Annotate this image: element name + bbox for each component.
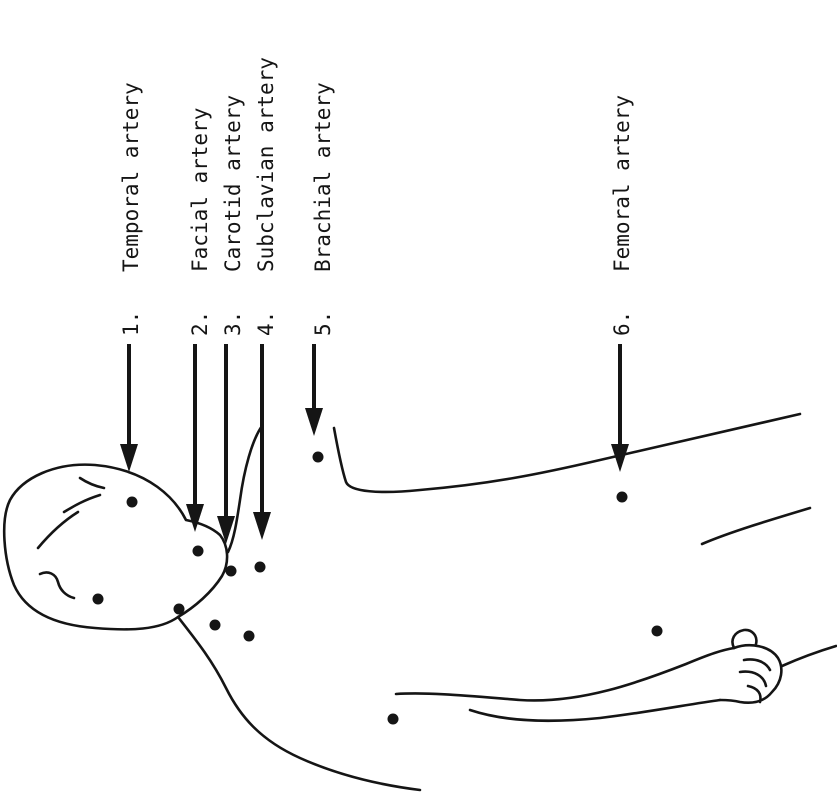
finger-2 — [740, 672, 766, 686]
label-text-carotid-artery: Carotid artery — [221, 95, 245, 272]
finger-1 — [744, 659, 770, 670]
hand-outline — [720, 645, 781, 702]
finger-3 — [748, 686, 761, 702]
dot-femoral — [617, 492, 628, 503]
arrow-facial — [186, 344, 204, 532]
label-number-4: 4. — [254, 311, 278, 336]
label-femoral-artery: 6. Femoral artery — [610, 95, 634, 336]
arrow-subclavian — [253, 344, 271, 540]
label-number-3: 3. — [221, 311, 245, 336]
dot-subclavian-left — [244, 631, 255, 642]
dot-carotid-left — [210, 620, 221, 631]
torso-left-outline — [178, 617, 420, 790]
pointer-arrows — [120, 344, 629, 544]
dot-temporal-left — [93, 594, 104, 605]
dot-brachial — [313, 452, 324, 463]
label-text-facial-artery: Facial artery — [188, 108, 212, 272]
shoulder-line — [228, 426, 262, 552]
label-facial-artery: 2. Facial artery — [188, 108, 212, 336]
dot-facial — [193, 546, 204, 557]
label-text-temporal-artery: Temporal artery — [119, 82, 143, 272]
dot-femoral-left — [652, 626, 663, 637]
label-brachial-artery: 5. Brachial artery — [311, 82, 335, 336]
hip-line — [782, 646, 836, 666]
dot-carotid — [226, 566, 237, 577]
label-temporal-artery: 1. Temporal artery — [119, 82, 143, 336]
dot-brachial-left — [388, 714, 399, 725]
ear-detail — [40, 572, 74, 598]
dot-subclavian — [255, 562, 266, 573]
label-number-2: 2. — [188, 311, 212, 336]
hair-detail — [38, 512, 78, 548]
hair-detail-2 — [64, 495, 100, 512]
label-carotid-artery: 3. Carotid artery — [221, 95, 245, 336]
label-text-subclavian-artery: Subclavian artery — [254, 57, 278, 272]
arm-lower-contour — [702, 508, 810, 544]
left-arm-upper — [396, 648, 734, 700]
arrow-brachial — [305, 344, 323, 436]
label-number-1: 1. — [119, 311, 143, 336]
arm-upper-contour — [334, 414, 800, 492]
arrow-temporal — [120, 344, 138, 472]
label-number-5: 5. — [311, 311, 335, 336]
arrow-carotid — [217, 344, 235, 544]
label-subclavian-artery: 4. Subclavian artery — [254, 57, 278, 336]
dot-facial-left — [174, 604, 185, 615]
label-text-brachial-artery: Brachial artery — [311, 82, 335, 272]
dot-temporal — [127, 497, 138, 508]
label-text-femoral-artery: Femoral artery — [610, 95, 634, 272]
eye-detail — [80, 478, 104, 488]
left-arm-lower — [470, 700, 720, 721]
label-number-6: 6. — [610, 311, 634, 336]
